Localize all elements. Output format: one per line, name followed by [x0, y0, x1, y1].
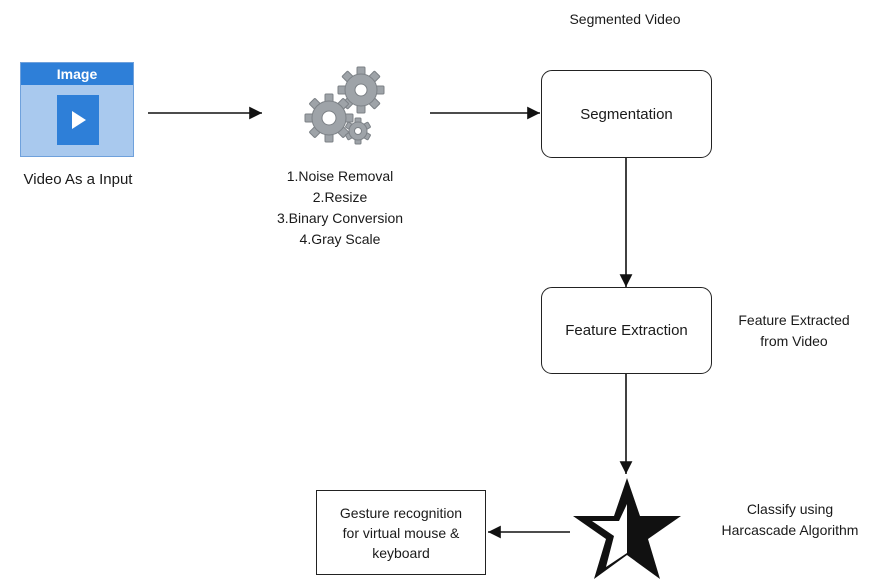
- feature-extraction-label: Feature Extraction: [565, 322, 688, 339]
- step-item: 2.Resize: [312, 189, 368, 205]
- feature-caption-line: from Video: [760, 333, 828, 349]
- segmentation-box: Segmentation: [541, 70, 712, 158]
- play-icon: [57, 95, 99, 145]
- segmentation-caption: Segmented Video: [569, 11, 681, 27]
- input-label: Video As a Input: [23, 171, 133, 188]
- step-item: 3.Binary Conversion: [276, 210, 404, 226]
- feature-extraction-caption: Feature Extracted from Video: [712, 310, 876, 352]
- segmentation-label: Segmentation: [580, 105, 673, 123]
- step-item: 4.Gray Scale: [299, 231, 381, 247]
- output-box: Gesture recognition for virtual mouse & …: [316, 490, 486, 575]
- feature-extraction-box: Feature Extraction: [541, 287, 712, 374]
- output-line: for virtual mouse &: [342, 524, 460, 541]
- output-line: keyboard: [372, 544, 430, 561]
- gears-icon: [304, 66, 385, 145]
- step-item: 1.Noise Removal: [286, 168, 394, 184]
- classifier-caption-line: Harcascade Algorithm: [721, 522, 859, 538]
- output-line: Gesture recognition: [339, 504, 463, 521]
- classifier-caption: Classify using Harcascade Algorithm: [702, 499, 878, 541]
- feature-caption-line: Feature Extracted: [738, 312, 850, 328]
- star-icon: [573, 478, 681, 579]
- classifier-caption-line: Classify using: [746, 501, 834, 517]
- image-card: Image: [20, 62, 134, 157]
- preprocess-steps: 1.Noise Removal 2.Resize 3.Binary Conver…: [255, 166, 425, 250]
- image-card-title: Image: [21, 63, 133, 85]
